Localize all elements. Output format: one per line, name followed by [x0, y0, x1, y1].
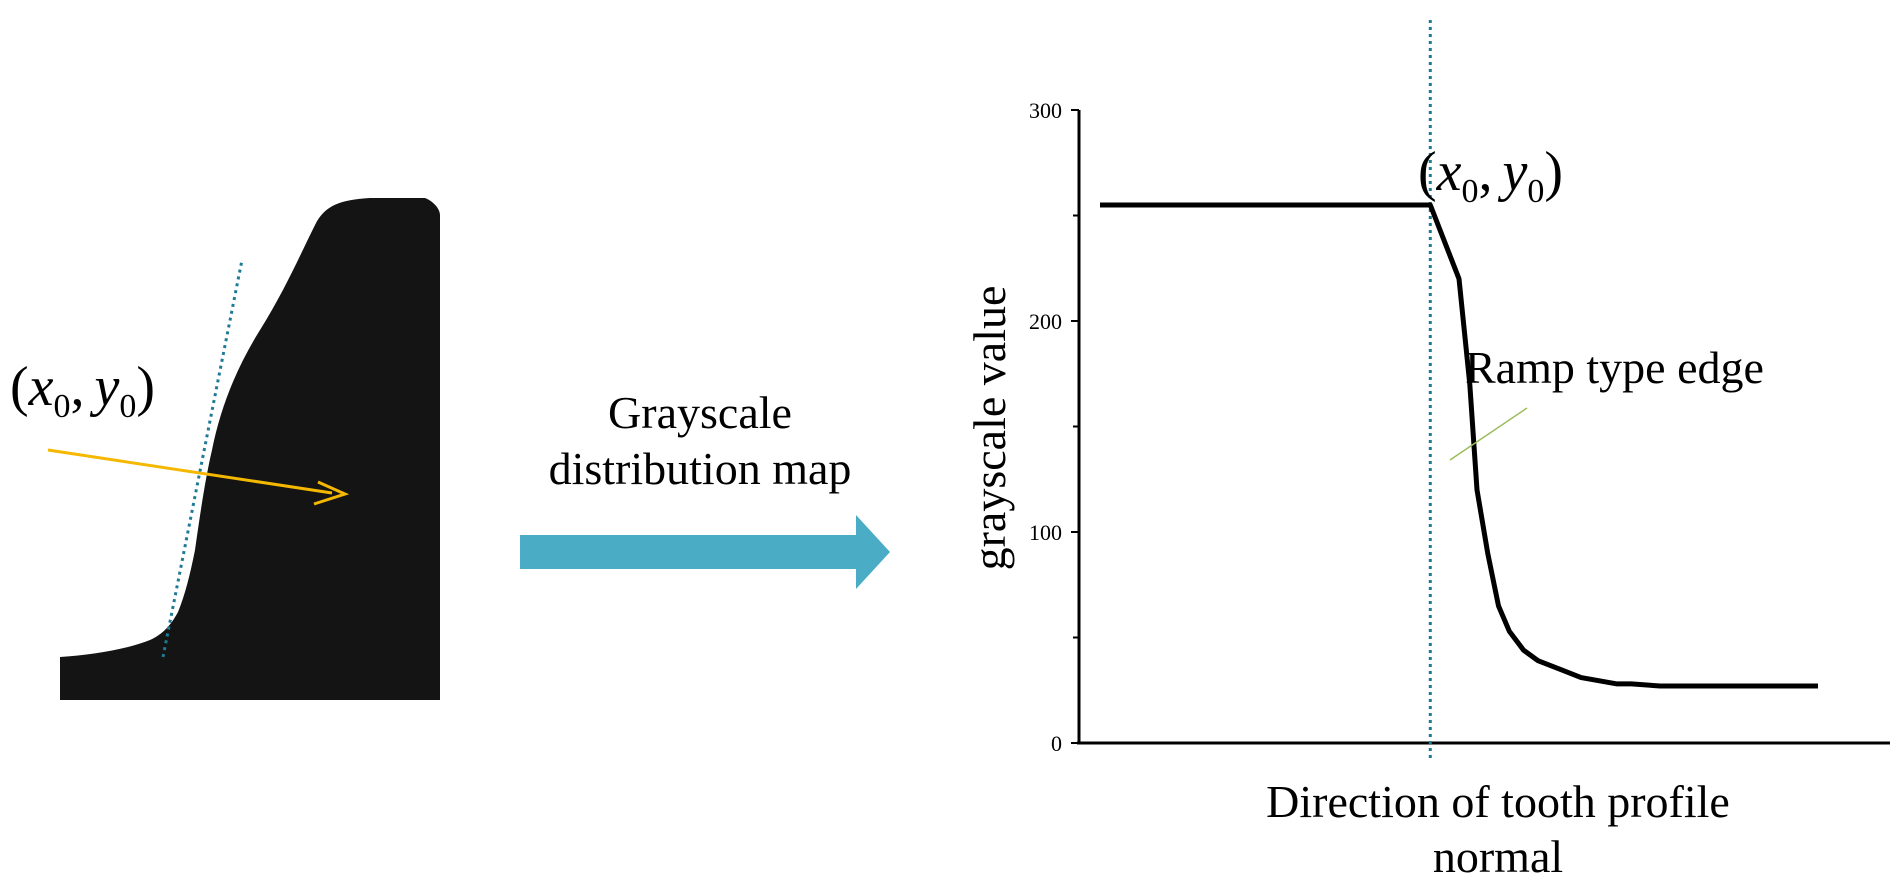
- transition-label: Grayscale distribution map: [470, 385, 930, 497]
- transition-label-line1: Grayscale: [608, 387, 792, 438]
- y-tick-label: 0: [1051, 731, 1062, 756]
- left-point-label: (x0,y0): [10, 356, 155, 425]
- gray-profile-arrow-head: [313, 480, 350, 506]
- transition-label-line2: distribution map: [548, 443, 852, 494]
- tooth-image-panel: (x0,y0): [10, 198, 440, 700]
- y-tick-label: 300: [1029, 98, 1062, 123]
- y-axis-label: grayscale value: [964, 286, 1015, 571]
- grayscale-series-line: [1100, 202, 1818, 689]
- x-axis-label-line1: Direction of tooth profile: [1266, 776, 1730, 827]
- transition-arrow: [520, 515, 890, 589]
- x-axis-label-line2: normal: [1433, 831, 1563, 882]
- y-ticks-group: 0 100 200 300: [1029, 98, 1079, 756]
- y-tick-label: 200: [1029, 309, 1062, 334]
- tooth-profile-normal-dotted-line: [161, 259, 244, 658]
- gray-profile-arrow-line: [47, 448, 333, 495]
- grayscale-chart: 0 100 200 300 (x0,y0) Ramp type edge graysc…: [964, 20, 1890, 882]
- y-tick-label: 100: [1029, 520, 1062, 545]
- ramp-edge-label: Ramp type edge: [1465, 342, 1764, 393]
- y-minor-ticks-group: [1073, 214, 1079, 639]
- chart-point-label: (x0,y0): [1418, 141, 1563, 210]
- edge-label-pointer: [1449, 407, 1528, 461]
- gear-tooth-silhouette: [60, 198, 440, 700]
